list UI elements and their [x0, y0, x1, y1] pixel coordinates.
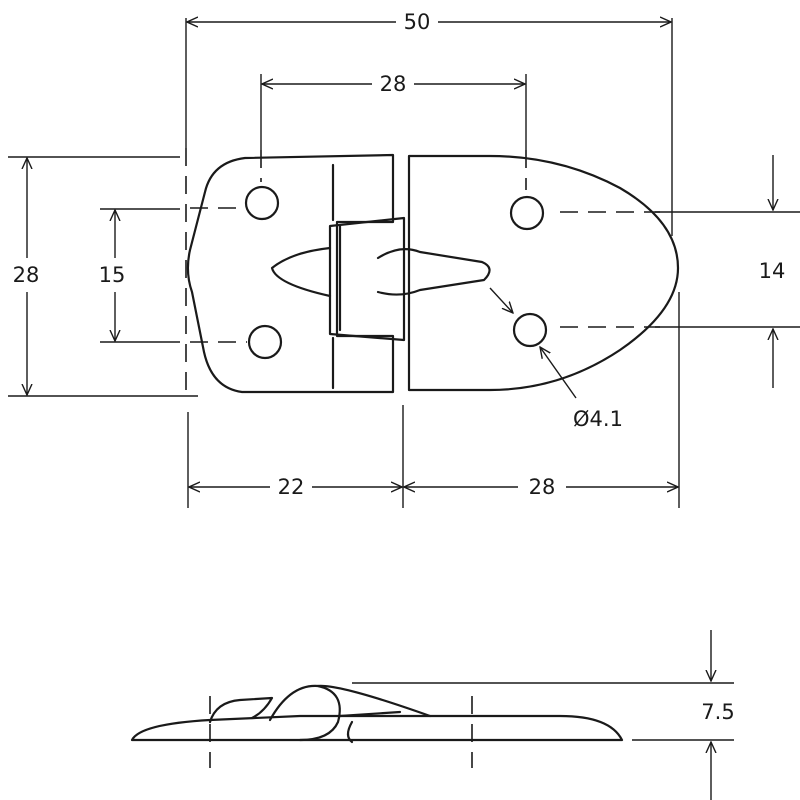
mount-hole-upper-left: [244, 185, 280, 221]
dim-overall-width: 50: [404, 10, 431, 34]
hinge-block: [328, 216, 406, 342]
side-view-hasp-hump: [268, 684, 341, 742]
right-plate-outline: [407, 154, 680, 392]
side-view-hasp-tip: [338, 710, 402, 718]
dim-hole-diameter: Ø4.1: [573, 407, 623, 431]
dim-hole-spacing-right: 14: [759, 259, 786, 283]
mount-hole-lower-right: [512, 312, 548, 348]
dim-left-plate-width: 22: [278, 475, 305, 499]
mount-hole-upper-right: [509, 195, 545, 231]
side-view: 7.5: [130, 630, 735, 800]
side-view-hasp-under: [346, 720, 354, 744]
side-view-base-plate: [130, 714, 624, 742]
left-plate-outline: [186, 153, 395, 394]
top-view: 50 28 28 15 14 22 28: [8, 10, 800, 508]
dim-side-height: 7.5: [701, 700, 734, 724]
tongue-left: [270, 246, 332, 298]
side-view-hasp-body: [316, 684, 432, 718]
tongue-right: [376, 247, 491, 296]
dim-overall-height: 28: [13, 263, 40, 287]
leader-hole-diameter-upper: [489, 287, 513, 313]
side-view-staple-loop: [208, 696, 274, 724]
dim-hole-spacing-top: 28: [380, 72, 407, 96]
mount-hole-lower-left: [247, 324, 283, 360]
dim-right-plate-width: 28: [529, 475, 556, 499]
dim-hole-spacing-left: 15: [99, 263, 126, 287]
leader-hole-diameter-lower: [540, 347, 577, 399]
